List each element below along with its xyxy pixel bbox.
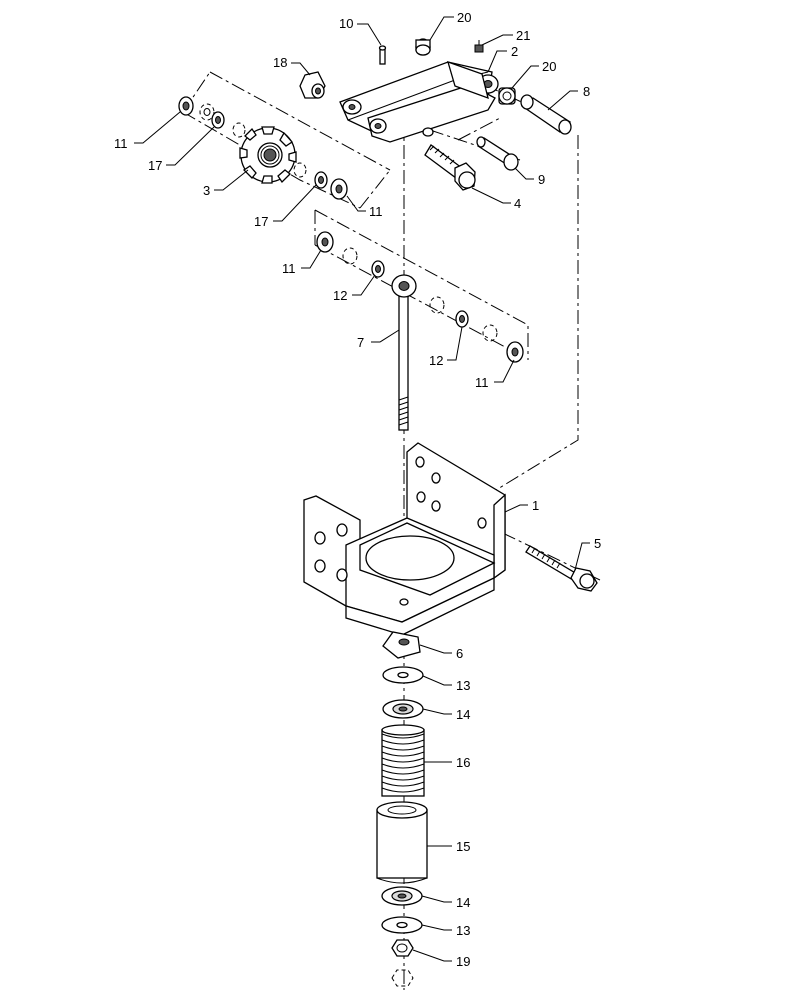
washer-part-11-upper-right: [330, 178, 348, 200]
callout-18: 18: [273, 55, 287, 70]
lock-washer-upper-mid: [232, 122, 246, 138]
callout-12-right: 12: [429, 353, 443, 368]
callout-3: 3: [203, 183, 210, 198]
callout-14-upper: 14: [456, 707, 470, 722]
callout-12-left: 12: [333, 288, 347, 303]
callout-4: 4: [514, 196, 521, 211]
bushing-part-20-top: [415, 38, 431, 56]
tube-part-15: [376, 801, 428, 884]
callout-17-upper: 17: [148, 158, 162, 173]
washer-part-17-lower: [314, 171, 328, 189]
callout-13-lower: 13: [456, 923, 470, 938]
bracket-part-1: [303, 442, 506, 636]
callout-5: 5: [594, 536, 601, 551]
callout-20-right: 20: [542, 59, 556, 74]
lock-washer-mid-right: [429, 296, 445, 314]
callout-2: 2: [511, 44, 518, 59]
eye-rod-part-7: [391, 274, 417, 431]
lock-washer-far-right: [482, 324, 498, 342]
plate-part-6: [382, 631, 421, 659]
callout-10: 10: [339, 16, 353, 31]
callout-15: 15: [456, 839, 470, 854]
callout-21: 21: [516, 28, 530, 43]
callout-6: 6: [456, 646, 463, 661]
washer-part-11-mid-left: [316, 231, 334, 253]
callout-labels: 10 20 21 18 2 20 8 11 17 3 9 4 17 11 11 …: [114, 10, 601, 969]
nut-part-19: [391, 939, 414, 987]
spacer-part-18: [299, 71, 326, 99]
callout-8: 8: [583, 84, 590, 99]
sprocket-part-3: [239, 126, 297, 184]
callout-20-top: 20: [457, 10, 471, 25]
lock-washer-upper-left: [199, 103, 215, 121]
washer-part-13-lower: [381, 916, 423, 934]
pin-part-9: [476, 136, 519, 171]
callout-9: 9: [538, 172, 545, 187]
tube-part-8: [520, 94, 572, 135]
washer-part-12-right: [455, 310, 469, 328]
callout-16: 16: [456, 755, 470, 770]
callout-11-mid-left: 11: [282, 261, 296, 276]
washer-part-12-left: [371, 260, 385, 278]
lock-washer-upper-right: [293, 162, 307, 178]
bolt-part-4: [424, 144, 476, 191]
callout-7: 7: [357, 335, 364, 350]
bearing-part-14-lower: [381, 886, 423, 906]
spring-part-16: [381, 724, 425, 797]
grease-fitting-part-21: [474, 40, 484, 53]
callout-11-mid-right: 11: [475, 375, 489, 390]
callout-17-lower: 17: [254, 214, 268, 229]
callout-11-upper-right: 11: [369, 204, 383, 219]
callout-11-upper-left: 11: [114, 136, 128, 151]
callout-13-upper: 13: [456, 678, 470, 693]
bearing-part-14-upper: [382, 699, 424, 719]
lock-washer-mid-left: [342, 247, 358, 265]
bolt-part-5: [525, 545, 598, 592]
washer-part-11-upper-left: [178, 96, 194, 116]
callout-19: 19: [456, 954, 470, 969]
washer-part-13-upper: [382, 666, 424, 684]
callout-14-lower: 14: [456, 895, 470, 910]
washer-part-17-upper: [211, 111, 225, 129]
callout-1: 1: [532, 498, 539, 513]
bushing-part-20-right: [498, 87, 516, 105]
pin-part-10: [378, 45, 387, 65]
washer-part-11-mid-right: [506, 341, 524, 363]
leader-lines: [134, 16, 590, 962]
arm-assembly-part-2: [339, 60, 499, 143]
